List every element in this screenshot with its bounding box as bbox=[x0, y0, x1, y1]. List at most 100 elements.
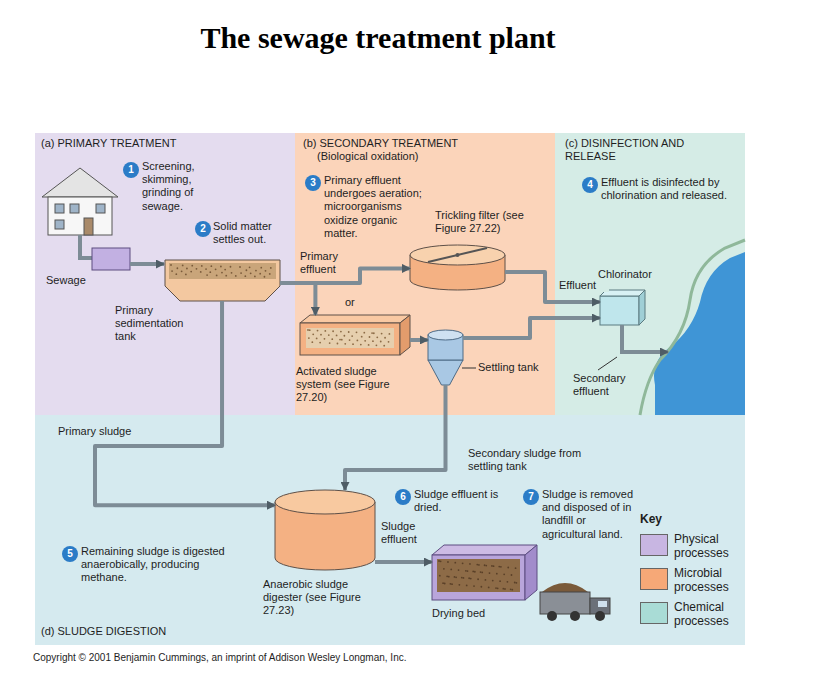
drying-bed: Drying bed bbox=[432, 545, 537, 600]
legend-row: Physical processes bbox=[640, 532, 712, 561]
label-anchor: Remaining sludge is digested anaerobical… bbox=[81, 545, 231, 585]
step-text: Sludge is removed and disposed of in lan… bbox=[542, 488, 634, 541]
label-anchor: 2 bbox=[195, 221, 211, 237]
callout-number: 2 bbox=[195, 221, 211, 237]
label-anchor: Effluent bbox=[559, 279, 609, 292]
part-label: Activated sludge system (see Figure 27.2… bbox=[296, 365, 411, 405]
label-anchor: Secondary effluent bbox=[573, 372, 651, 398]
sea bbox=[654, 252, 745, 415]
pipe-label: Sewage bbox=[46, 274, 106, 287]
label-anchor: Sludge effluent bbox=[381, 520, 429, 546]
settling-tank-shape bbox=[428, 330, 463, 385]
part-label: Drying bed bbox=[432, 607, 522, 620]
legend-swatch bbox=[640, 534, 668, 556]
band-heading: (d) SLUDGE DIGESTION bbox=[41, 625, 241, 638]
screening-box bbox=[92, 248, 130, 270]
copyright: Copyright © 2001 Benjamin Cummings, an i… bbox=[33, 652, 653, 664]
pipe-label: Secondary sludge from settling tank bbox=[468, 447, 593, 473]
pipe-connector bbox=[410, 338, 428, 342]
sludge-digester: Anaerobic sludge digester (see Figure 27… bbox=[275, 490, 375, 570]
label-anchor: 7 bbox=[523, 489, 539, 505]
sludge-digester-shape bbox=[275, 490, 375, 570]
truck bbox=[540, 583, 610, 621]
chlorinator: Chlorinator bbox=[600, 290, 645, 325]
part-label: Chlorinator bbox=[598, 268, 678, 281]
settling-tank: Settling tank bbox=[428, 330, 463, 385]
house bbox=[42, 168, 118, 235]
pipe-label: Secondary effluent bbox=[573, 372, 651, 398]
activated-sludge-tank-shape bbox=[300, 315, 410, 355]
callout-number: 1 bbox=[123, 162, 139, 178]
legend-swatch bbox=[640, 568, 668, 590]
leader-line bbox=[462, 368, 476, 369]
legend-title: Key bbox=[640, 512, 700, 526]
band-heading: (Biological oxidation) bbox=[317, 150, 517, 163]
chlorinator-shape bbox=[600, 290, 645, 325]
pipe-label: Sludge effluent bbox=[381, 520, 429, 546]
callout-number: 4 bbox=[582, 177, 598, 193]
callout-number: 5 bbox=[62, 546, 78, 562]
label-anchor: Secondary sludge from settling tank bbox=[468, 447, 593, 473]
pipe-label: Effluent bbox=[559, 279, 609, 292]
pipe-label: Primary sludge bbox=[58, 425, 138, 438]
note: or bbox=[345, 296, 365, 309]
label-anchor: Effluent is disinfected by chlorination … bbox=[601, 176, 733, 202]
label-anchor: Key bbox=[640, 512, 700, 526]
leader-line bbox=[598, 357, 617, 370]
pipe-connector bbox=[95, 301, 275, 505]
step-text: Effluent is disinfected by chlorination … bbox=[601, 176, 733, 202]
label-anchor: 3 bbox=[305, 175, 321, 191]
sedimentation-tank-shape bbox=[165, 256, 280, 301]
callout-number: 3 bbox=[305, 175, 321, 191]
title: The sewage treatment plant bbox=[0, 20, 756, 56]
activated-sludge-tank: Activated sludge system (see Figure 27.2… bbox=[300, 315, 410, 355]
label-anchor: 5 bbox=[62, 546, 78, 562]
part-label: Anaerobic sludge digester (see Figure 27… bbox=[263, 578, 388, 618]
part-label: Settling tank bbox=[478, 361, 558, 374]
label-anchor: Copyright © 2001 Benjamin Cummings, an i… bbox=[33, 652, 653, 664]
callout-number: 7 bbox=[523, 489, 539, 505]
band-heading: (c) DISINFECTION AND RELEASE bbox=[565, 137, 735, 163]
label-anchor: 6 bbox=[395, 489, 411, 505]
label-anchor: Primary sludge bbox=[58, 425, 138, 438]
label-anchor: Sludge effluent is dried. bbox=[414, 488, 500, 514]
legend-text: Chemical processes bbox=[674, 600, 746, 629]
pipe-connector bbox=[375, 560, 432, 564]
trickling-filter-shape bbox=[410, 245, 505, 290]
label-anchor: The sewage treatment plant bbox=[0, 20, 756, 56]
step-text: Remaining sludge is digested anaerobical… bbox=[81, 545, 231, 585]
pipe-connector bbox=[463, 318, 600, 338]
label-anchor: Primary effluent undergoes aeration; mic… bbox=[324, 174, 430, 240]
label-anchor: Screening, skimming, grinding of sewage. bbox=[142, 160, 218, 213]
part-label: Trickling filter (see Figure 27.22) bbox=[435, 209, 545, 235]
label-anchor: Primary effluent bbox=[300, 250, 355, 276]
coast bbox=[640, 240, 745, 415]
part-label: Primary sedimentation tank bbox=[115, 304, 205, 344]
step-text: Primary effluent undergoes aeration; mic… bbox=[324, 174, 430, 240]
label-anchor: 1 bbox=[123, 162, 139, 178]
legend-text: Physical processes bbox=[674, 532, 746, 561]
label-anchor: 4 bbox=[582, 177, 598, 193]
callout-number: 6 bbox=[395, 489, 411, 505]
label-anchor: Sludge is removed and disposed of in lan… bbox=[542, 488, 634, 541]
pipe-connector bbox=[345, 385, 446, 490]
step-text: Screening, skimming, grinding of sewage. bbox=[142, 160, 218, 213]
label-anchor: or bbox=[345, 296, 365, 309]
step-text: Solid matter settles out. bbox=[213, 220, 285, 246]
step-text: Sludge effluent is dried. bbox=[414, 488, 500, 514]
drying-bed-shape bbox=[432, 545, 537, 600]
sedimentation-tank: Primary sedimentation tank bbox=[165, 256, 280, 301]
outfall-pipe bbox=[622, 325, 668, 352]
band-heading: (b) SECONDARY TREATMENT bbox=[303, 137, 543, 150]
sewage-pipe bbox=[130, 262, 164, 266]
legend-row: Chemical processes bbox=[640, 600, 712, 629]
legend-swatch bbox=[640, 602, 668, 624]
label-anchor: Sewage bbox=[46, 274, 106, 287]
pipe-label: Primary effluent bbox=[300, 250, 355, 276]
band-heading: (a) PRIMARY TREATMENT bbox=[41, 137, 281, 150]
trickling-filter: Trickling filter (see Figure 27.22) bbox=[410, 245, 505, 290]
legend-text: Microbial processes bbox=[674, 566, 746, 595]
sewage-pipe bbox=[80, 235, 92, 258]
pipe-connector bbox=[280, 283, 315, 315]
label-anchor: Solid matter settles out. bbox=[213, 220, 285, 246]
